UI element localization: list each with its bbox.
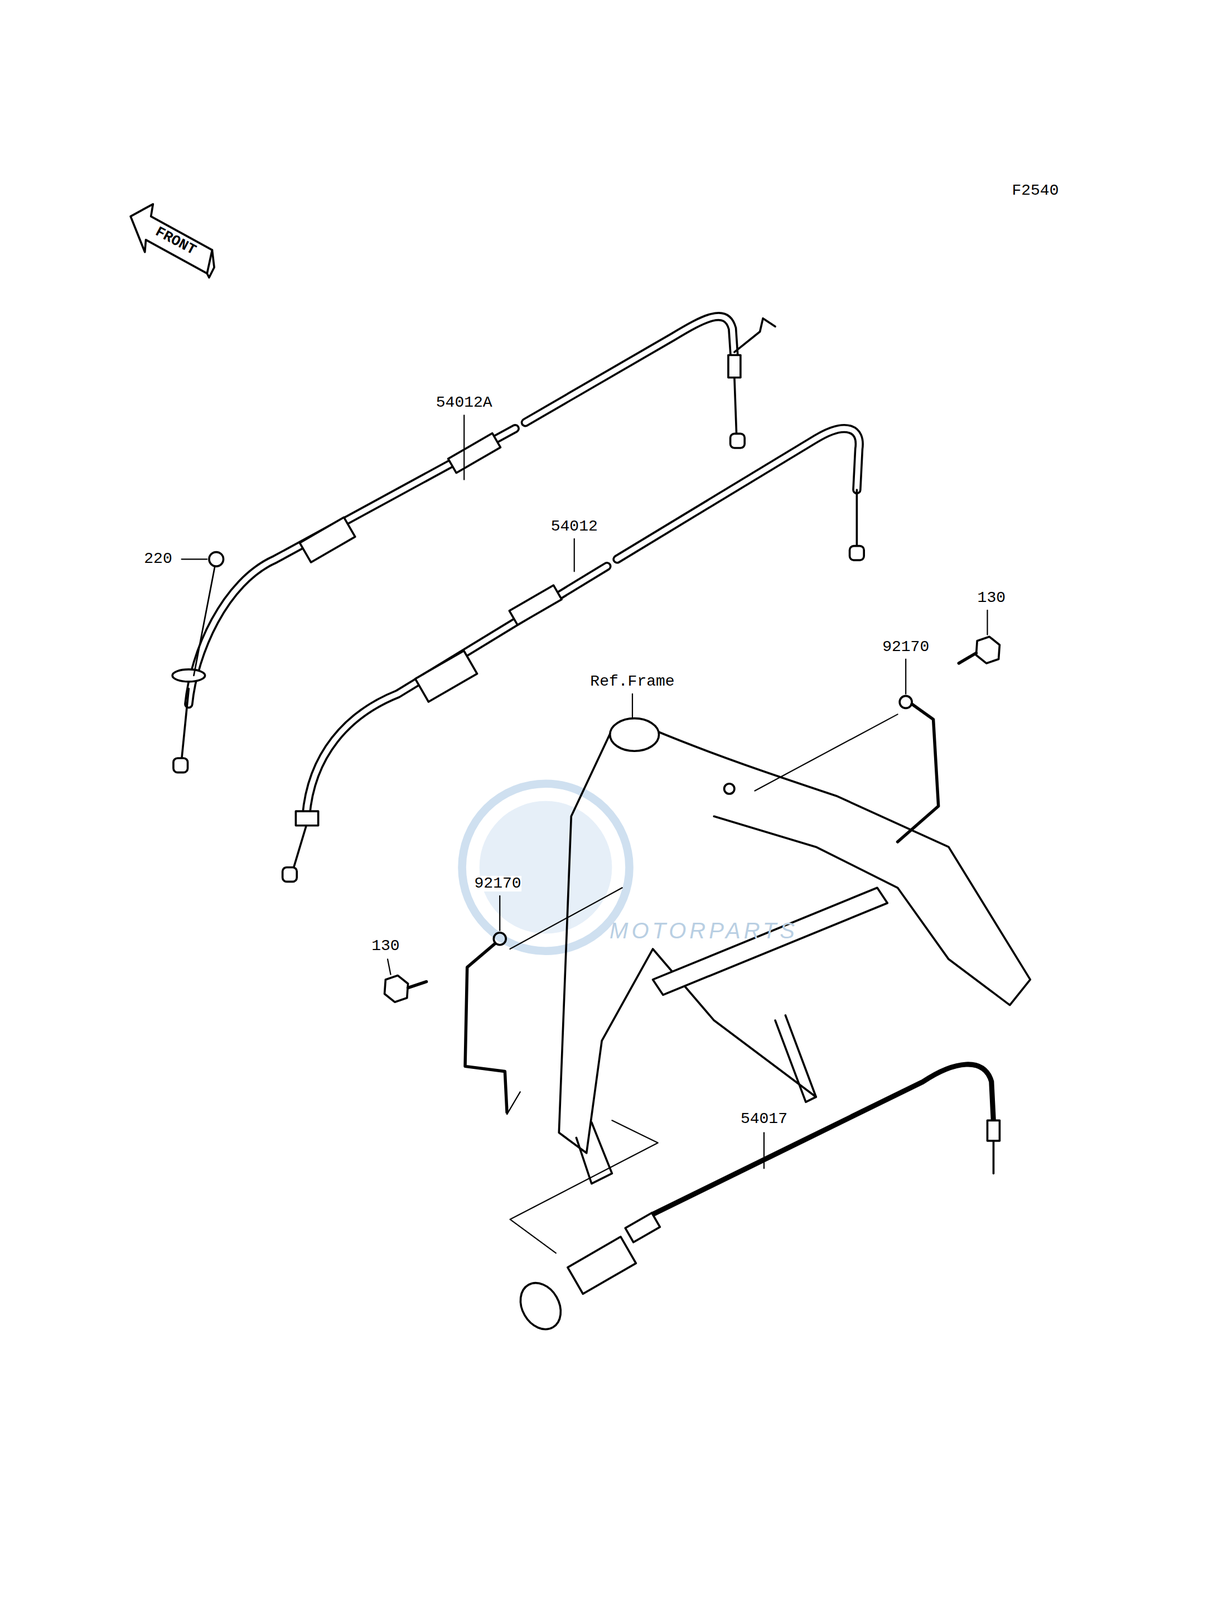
callout-number: 54017 [740,1110,788,1127]
watermark: MOTORPARTS [609,919,799,942]
callout-number: 54012 [550,518,598,535]
callout-number: 220 [143,550,172,567]
reference-label: Ref.Frame [590,673,675,690]
callout-number: 92170 [474,875,522,892]
callout-number: 92170 [882,639,930,655]
callout-number: 130 [371,938,400,954]
callout-number: 54012A [436,394,493,411]
callout-number: 130 [977,590,1006,606]
sheet-number: F2540 [1011,182,1059,199]
